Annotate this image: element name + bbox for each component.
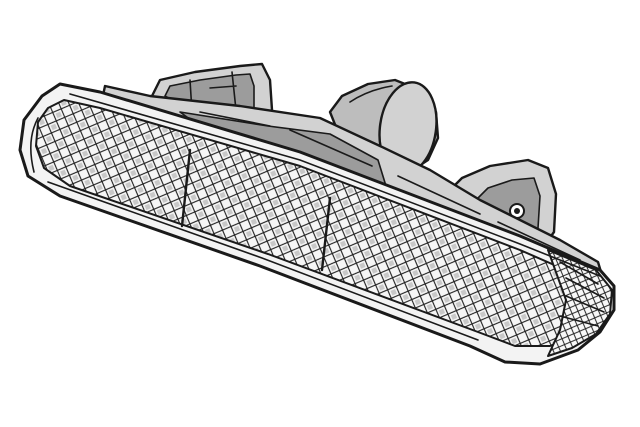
lamp-lens xyxy=(18,82,616,366)
